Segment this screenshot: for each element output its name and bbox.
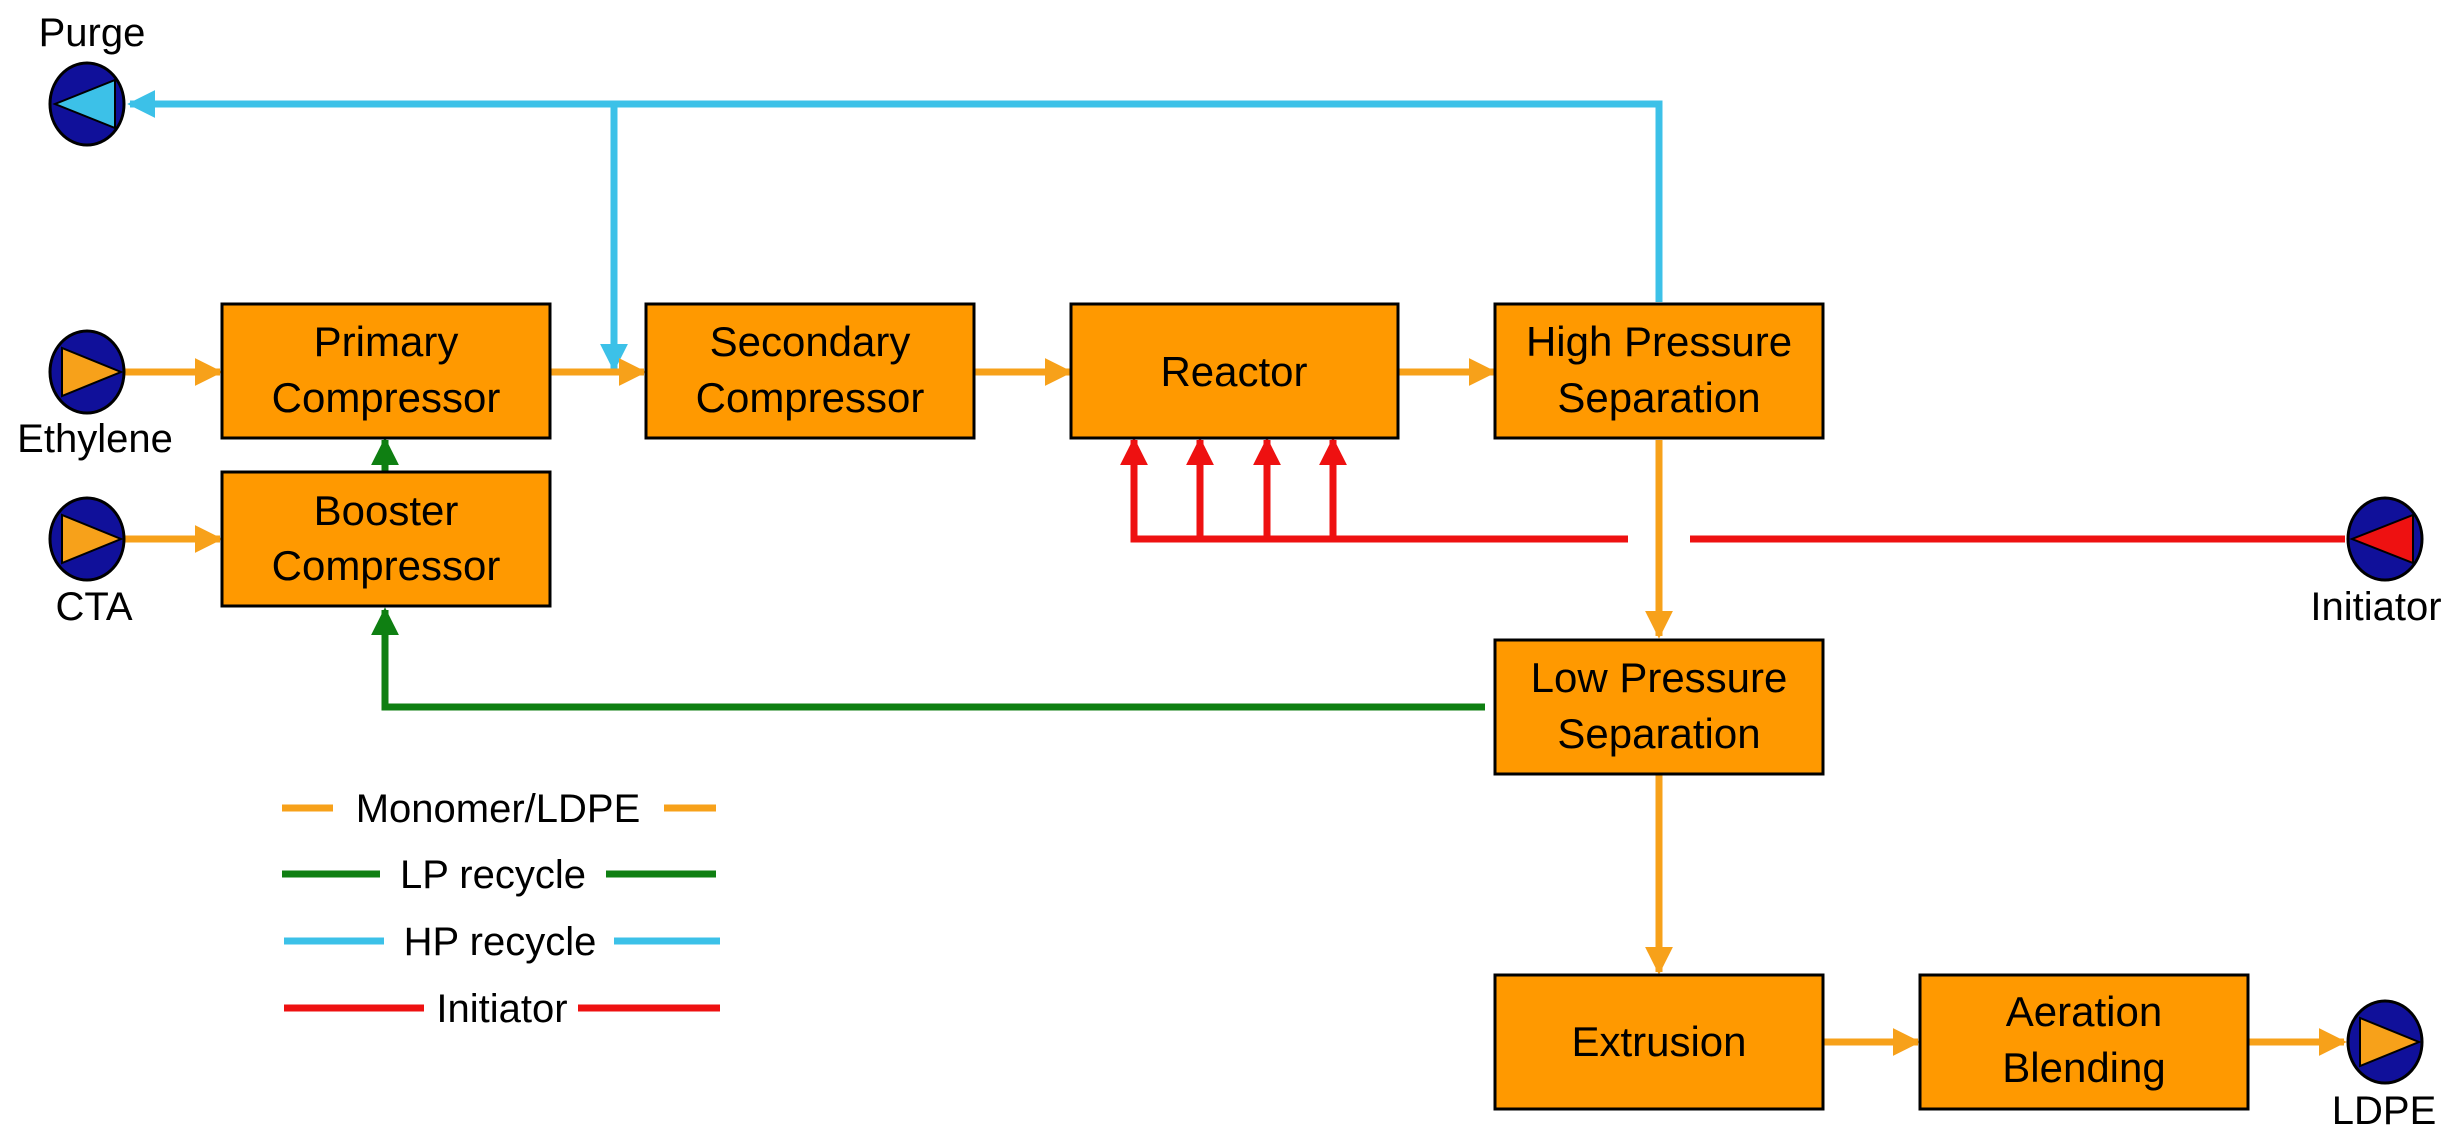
legend-initiator-label: Initiator [436,987,567,1031]
unit-low-pressure-separation: Low Pressure Separation [1493,638,1825,776]
unit-primary-compressor: Primary Compressor [220,302,552,440]
legend-lp-recycle-label: LP recycle [400,853,586,897]
hp-recycle-to-purge [127,90,1663,302]
secondary-compressor-label-line2: Compressor [696,374,925,421]
lp-recycle-to-booster [371,607,1485,711]
initiator-port-label: Initiator [2310,585,2441,629]
hps-label-line2: Separation [1557,374,1760,421]
purge-label: Purge [39,11,146,55]
ldpe-arrow-icon [2359,1016,2422,1068]
legend-item-hp-recycle: HP recycle [284,920,720,964]
ethylene-arrow-icon [61,346,124,398]
unit-booster-compressor: Booster Compressor [220,470,552,608]
lps-label-line1: Low Pressure [1531,654,1788,701]
cta-label: CTA [55,585,132,629]
legend-item-monomer: Monomer/LDPE [282,787,716,831]
secondary-compressor-label-line1: Secondary [710,318,911,365]
unit-aeration-blending: Aeration Blending [1918,973,2250,1111]
booster-compressor-label-line2: Compressor [272,542,501,589]
aeration-label-line2: Blending [2002,1044,2165,1091]
reactor-label: Reactor [1160,348,1307,395]
booster-compressor-label-line1: Booster [314,487,459,534]
unit-reactor: Reactor [1069,302,1400,440]
ethylene-label: Ethylene [17,417,173,461]
legend-item-initiator: Initiator [284,987,720,1031]
legend-monomer-label: Monomer/LDPE [356,787,641,831]
port-purge: Purge [39,11,146,147]
extrusion-label: Extrusion [1571,1018,1746,1065]
primary-compressor-label-line2: Compressor [272,374,501,421]
legend-item-lp-recycle: LP recycle [282,853,716,897]
lp-recycle-lines [371,437,1485,711]
initiator-lines [1120,437,2345,543]
port-cta: CTA [48,496,133,629]
purge-arrow-icon [52,78,116,130]
hps-label-line1: High Pressure [1526,318,1792,365]
port-initiator: Initiator [2310,496,2442,629]
monomer-lines [124,358,2347,1056]
primary-compressor-label-line1: Primary [314,318,459,365]
legend: Monomer/LDPE LP recycle HP recycle Initi… [282,787,720,1031]
aeration-label-line1: Aeration [2006,988,2162,1035]
initiator-main-left [1120,437,1628,543]
cta-arrow-icon [61,513,124,565]
port-ldpe: LDPE [2332,999,2437,1133]
legend-hp-recycle-label: HP recycle [404,920,597,964]
initiator-arrow-icon [2349,513,2414,565]
unit-extrusion: Extrusion [1493,973,1825,1111]
hp-recycle-lines [127,90,1663,372]
lps-label-line2: Separation [1557,710,1760,757]
ldpe-label: LDPE [2332,1089,2437,1133]
port-ethylene: Ethylene [17,329,173,461]
unit-secondary-compressor: Secondary Compressor [644,302,976,440]
unit-high-pressure-separation: High Pressure Separation [1493,302,1825,440]
